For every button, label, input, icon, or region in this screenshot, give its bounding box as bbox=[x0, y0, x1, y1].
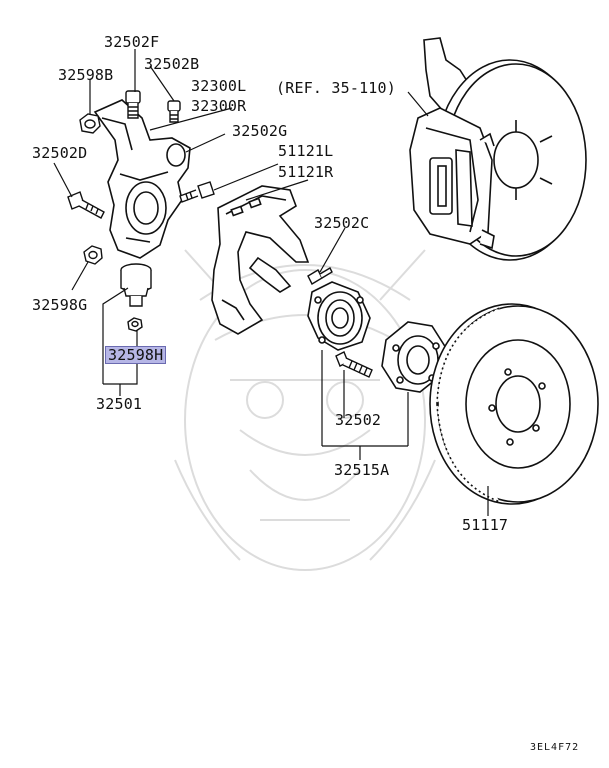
brake-disc bbox=[429, 303, 599, 505]
part-label-32502F[interactable]: 32502F bbox=[104, 33, 160, 51]
nut-32598B bbox=[79, 113, 101, 134]
part-label-32501[interactable]: 32501 bbox=[96, 395, 143, 413]
dust-shield bbox=[211, 185, 310, 335]
part-label-32502B[interactable]: 32502B bbox=[144, 55, 200, 73]
part-label-51117[interactable]: 51117 bbox=[462, 516, 509, 534]
part-label-32502D[interactable]: 32502D bbox=[32, 144, 88, 162]
part-label-32300R[interactable]: 32300R bbox=[191, 97, 247, 115]
diagram-code: 3EL4F72 bbox=[530, 742, 580, 753]
part-label-32502G[interactable]: 32502G bbox=[232, 122, 288, 140]
caliper-reference-assembly bbox=[409, 37, 587, 261]
part-label-51121L[interactable]: 51121L bbox=[278, 142, 334, 160]
part-label-32502[interactable]: 32502 bbox=[335, 411, 382, 429]
hub-bearing bbox=[307, 281, 371, 351]
part-label-32598G[interactable]: 32598G bbox=[32, 296, 88, 314]
nut-32598H bbox=[127, 317, 143, 332]
part-label-32598H-highlighted[interactable]: 32598H bbox=[104, 346, 167, 364]
bolt-32502C bbox=[307, 267, 333, 285]
hub-flange bbox=[381, 321, 447, 393]
part-label-32300L[interactable]: 32300L bbox=[191, 77, 247, 95]
steering-knuckle bbox=[93, 99, 191, 259]
wheel-stud bbox=[335, 351, 373, 378]
reference-label[interactable]: (REF. 35-110) bbox=[276, 79, 396, 97]
part-label-32598B[interactable]: 32598B bbox=[58, 66, 114, 84]
nut-32598G bbox=[83, 245, 103, 265]
part-label-51121R[interactable]: 51121R bbox=[278, 163, 334, 181]
bolt-32502F bbox=[125, 90, 141, 119]
leader-lines bbox=[53, 49, 489, 516]
ball-joint-32501 bbox=[120, 263, 152, 307]
bolt-32502B bbox=[167, 100, 181, 123]
bolt-32502D bbox=[67, 191, 105, 219]
bolt-32502G bbox=[179, 181, 215, 203]
watermark-emblem bbox=[174, 249, 436, 571]
part-label-32502C[interactable]: 32502C bbox=[314, 214, 370, 232]
part-label-32515A[interactable]: 32515A bbox=[334, 461, 390, 479]
